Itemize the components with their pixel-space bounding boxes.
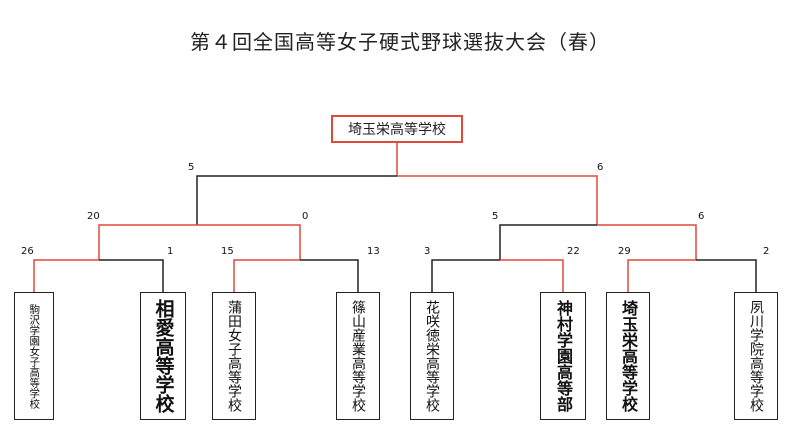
semifinal-1-left-score: 20 (87, 211, 100, 222)
round1-match2-right-score: 13 (367, 246, 380, 257)
final-right-branch (397, 175, 598, 225)
round1-match1-left-branch (33, 259, 99, 292)
semifinal-2-right-score: 6 (698, 211, 705, 222)
final-right-score: 6 (597, 162, 604, 173)
champion-name: 埼玉栄高等学校 (348, 122, 446, 138)
round1-match1-right-branch (99, 259, 164, 292)
team-box: 埼玉栄高等学校 (606, 292, 650, 420)
team-box: 篠山産業高等学校 (336, 292, 380, 420)
round1-match4-left-score: 29 (618, 246, 631, 257)
round1-match4-right-score: 2 (763, 246, 770, 257)
round1-match4-left-branch (627, 259, 696, 292)
round1-match3-right-branch (500, 259, 564, 292)
team-name: 神村学園高等部 (554, 300, 573, 412)
team-name: 篠山産業高等学校 (350, 300, 366, 412)
round1-match3-left-branch (431, 259, 500, 292)
semifinal-1-right-branch (197, 224, 301, 260)
round1-match2-left-branch (233, 259, 300, 292)
round1-match3-left-score: 3 (424, 246, 431, 257)
round1-match2-left-score: 15 (221, 246, 234, 257)
round1-match1-right-score: 1 (167, 246, 174, 257)
round1-match3-right-score: 22 (567, 246, 580, 257)
team-box: 駒沢学園女子高等学校 (14, 292, 54, 420)
round1-match2-right-branch (300, 259, 359, 292)
team-name: 埼玉栄高等学校 (619, 300, 638, 412)
team-box: 夙川学院高等学校 (734, 292, 778, 420)
team-name: 花咲徳栄高等学校 (424, 300, 440, 412)
final-left-score: 5 (188, 162, 195, 173)
semifinal-2-left-branch (499, 224, 597, 260)
team-name: 蒲田女子高等学校 (226, 300, 242, 412)
round1-match1-left-score: 26 (21, 246, 34, 257)
team-box: 相愛高等学校 (140, 292, 186, 420)
team-name: 夙川学院高等学校 (748, 300, 764, 412)
semifinal-1-right-score: 0 (302, 211, 309, 222)
team-name: 駒沢学園女子高等学校 (28, 303, 41, 409)
champion-box: 埼玉栄高等学校 (331, 115, 463, 143)
team-name: 相愛高等学校 (152, 299, 175, 413)
team-box: 蒲田女子高等学校 (212, 292, 256, 420)
team-box: 神村学園高等部 (540, 292, 586, 420)
final-left-branch (196, 175, 397, 225)
team-box: 花咲徳栄高等学校 (410, 292, 454, 420)
semifinal-2-left-score: 5 (492, 211, 499, 222)
semifinal-1-left-branch (98, 224, 197, 260)
semifinal-2-right-branch (597, 224, 697, 260)
tournament-title: 第４回全国高等女子硬式野球選抜大会（春） (190, 30, 610, 54)
round1-match4-right-branch (696, 259, 757, 292)
